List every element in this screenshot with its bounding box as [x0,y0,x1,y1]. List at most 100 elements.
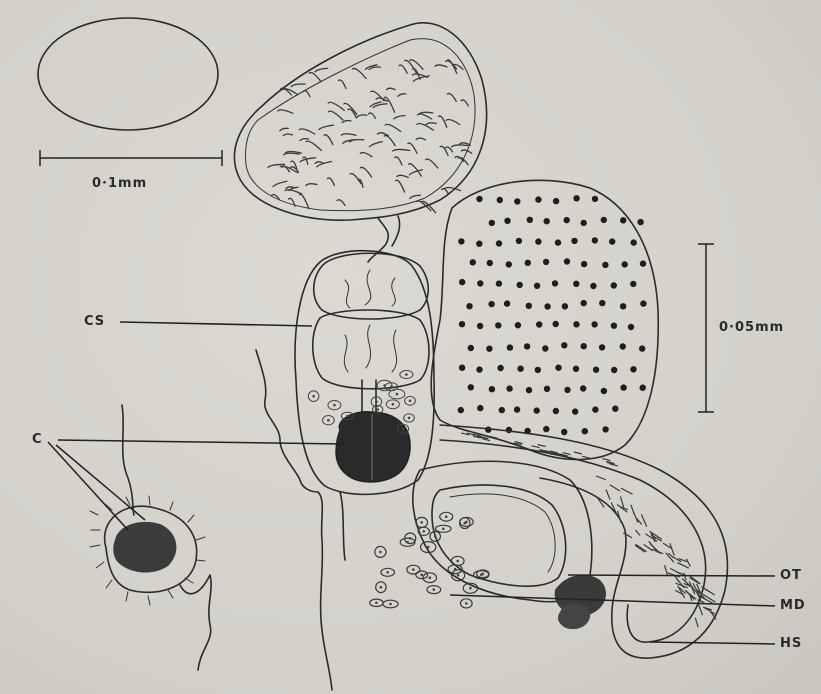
organ-dot [517,282,523,288]
fiber-stroke [665,565,668,575]
fiber-stroke [410,195,421,198]
fiber-stroke [596,476,606,480]
fiber-stroke [373,104,387,108]
fiber-stroke [299,129,314,134]
granule-core [386,571,389,574]
fiber-stroke [369,67,380,70]
scale-bar-large-label: 0·1mm [92,176,147,191]
organ-dot [466,303,472,309]
organ-dot [591,321,597,327]
fiber-stroke [394,116,405,119]
dotted-organ [431,180,658,459]
organ-dot [593,367,599,373]
scale-bar-small-label: 0·05mm [719,320,784,335]
organ-dot [536,321,542,327]
organ-dot [555,365,561,371]
organ-dot [553,321,559,327]
granule-core [396,393,399,396]
fiber-stroke [574,452,582,454]
organ-dot [602,262,608,268]
label-c: C [32,432,43,447]
granule-core [405,373,408,376]
organ-dot [516,238,522,244]
fiber-stroke [447,93,456,101]
organ-dot [544,386,550,392]
organ-dot [487,260,493,266]
fiber-stroke [442,189,449,194]
fiber-stroke [398,94,406,97]
granule-core [412,568,415,571]
organ-dot [517,366,523,372]
label-ot: OT [780,568,802,583]
fiber-stroke [482,439,490,441]
granule-core [389,603,392,606]
organ-dot [640,385,646,391]
granule-core [375,602,378,605]
granule-core [457,574,460,577]
granule-core [408,417,411,420]
granule-core [375,400,378,403]
fiber-stroke [337,200,345,206]
fiber-stroke [303,91,310,97]
organ-dot [504,218,510,224]
organ-dot [630,281,636,287]
fiber-stroke [690,578,700,584]
organ-dot [476,241,482,247]
fiber-stroke [384,97,394,112]
organ-dot [602,426,608,432]
granule-core [454,568,457,571]
organ-dot [544,218,550,224]
granule-core [427,546,430,549]
organ-dot [468,384,474,390]
organ-dot [506,385,512,391]
label-hs: HS [780,636,802,651]
fiber-stroke [610,485,620,491]
organ-dot [573,321,579,327]
granule-core [465,602,468,605]
fiber-stroke [623,533,632,538]
scale-bar-large [40,150,222,166]
label-cs: CS [84,314,105,329]
granule-core [379,551,382,554]
organ-dot [611,367,617,373]
fiber-stroke [309,73,321,82]
fiber-stroke [289,198,296,206]
fiber-stroke [417,124,433,131]
fiber-stroke [315,162,323,164]
organ-dot [477,323,483,329]
organ-dot [592,196,598,202]
organ-dot [601,388,607,394]
organ-dot [573,281,579,287]
organ-dot [542,345,548,351]
granule-core [433,588,436,591]
granule-core [346,415,349,418]
organ-dot [553,198,559,204]
organ-dot [562,303,568,309]
organ-dot [581,220,587,226]
fiber-stroke [426,123,436,125]
organ-dot [488,301,494,307]
fiber-stroke [396,180,405,192]
organ-dot [601,217,607,223]
organ-dot [486,346,492,352]
granule-core [406,541,409,544]
fiber-stroke [369,113,376,118]
granule-core [312,395,315,398]
label-md: MD [780,598,806,613]
fiber-stroke [416,138,425,140]
granule-core [464,522,467,525]
organ-dot [620,384,626,390]
organ-dot [496,280,502,286]
granule-core [423,530,426,533]
organ-dot [599,344,605,350]
fiber-stroke [285,190,302,194]
organ-dot [555,239,561,245]
granule-core [333,404,336,407]
organ-dot [535,238,541,244]
organ-dot [514,406,520,412]
fiber-stroke [635,545,645,552]
organ-dot [459,279,465,285]
fiber-stroke [283,134,292,136]
organ-dot [620,343,626,349]
